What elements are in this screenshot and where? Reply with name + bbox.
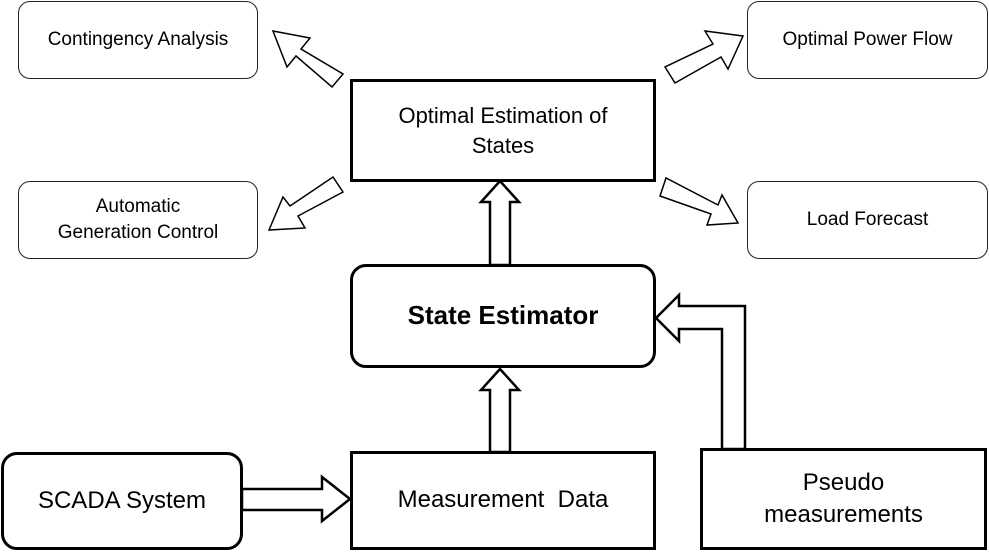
contingency-analysis-box: Contingency Analysis bbox=[18, 1, 258, 79]
pseudo-measurements-box: Pseudo measurements bbox=[700, 448, 987, 550]
measurement-data-label: Measurement Data bbox=[397, 486, 609, 514]
scada-system-box: SCADA System bbox=[1, 452, 243, 550]
arrow-to-load-forecast bbox=[659, 176, 740, 226]
optimal-estimation-box: Optimal Estimation of States bbox=[350, 79, 656, 182]
arrow-measurement-to-state bbox=[478, 367, 522, 454]
pseudo-measurements-label-line1: Pseudo bbox=[802, 468, 885, 496]
optimal-power-flow-label: Optimal Power Flow bbox=[782, 29, 953, 51]
contingency-analysis-label: Contingency Analysis bbox=[47, 29, 229, 51]
load-forecast-box: Load Forecast bbox=[747, 181, 988, 259]
optimal-estimation-label-line1: Optimal Estimation of bbox=[398, 102, 608, 128]
optimal-estimation-label-line2: States bbox=[471, 132, 535, 158]
state-estimator-box: State Estimator bbox=[350, 264, 656, 368]
optimal-power-flow-box: Optimal Power Flow bbox=[747, 1, 988, 79]
measurement-data-box: Measurement Data bbox=[350, 451, 656, 550]
arrow-state-to-optimal bbox=[478, 179, 522, 267]
arrow-to-optimal-power-flow bbox=[663, 30, 745, 85]
load-forecast-label: Load Forecast bbox=[806, 209, 929, 231]
agc-box: Automatic Generation Control bbox=[18, 181, 258, 259]
arrow-pseudo-to-state bbox=[654, 291, 747, 451]
scada-system-label: SCADA System bbox=[37, 486, 207, 514]
agc-label-line1: Automatic bbox=[95, 196, 181, 218]
agc-label-line2: Generation Control bbox=[57, 222, 219, 243]
state-estimator-label: State Estimator bbox=[407, 300, 599, 331]
arrow-scada-to-measurement bbox=[240, 474, 353, 524]
arrow-to-agc bbox=[267, 175, 345, 231]
pseudo-measurements-label-line2: measurements bbox=[764, 501, 923, 528]
arrow-to-contingency bbox=[271, 30, 345, 89]
